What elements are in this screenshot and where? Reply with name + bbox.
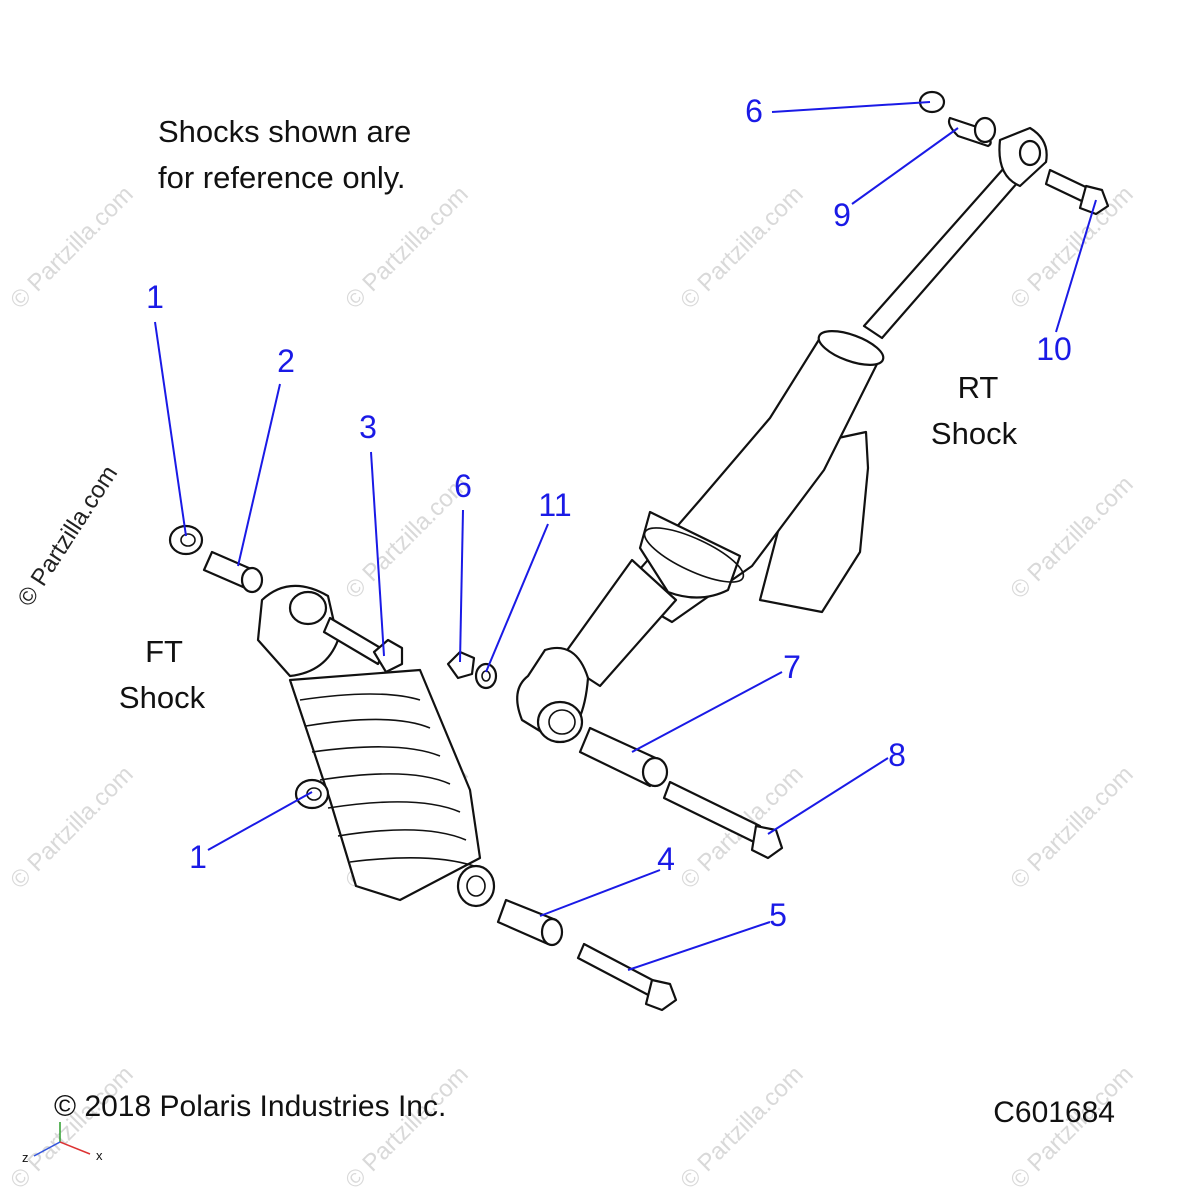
- axis-z-label: z: [22, 1150, 29, 1165]
- leader-line: [767, 757, 889, 835]
- leader-line: [485, 523, 549, 673]
- rear-hardware: [446, 90, 1110, 860]
- callout-number: 2: [277, 343, 295, 379]
- watermark: © Partzilla.com: [675, 181, 808, 314]
- rear-shock-label-line-2: Shock: [931, 416, 1018, 451]
- front-shock-label-line-2: Shock: [119, 680, 206, 715]
- callout-number: 10: [1036, 331, 1072, 367]
- leader-line: [771, 101, 931, 113]
- callout-number: 6: [454, 468, 472, 504]
- drawing-id: C601684: [993, 1096, 1115, 1129]
- leader-line: [851, 127, 959, 205]
- callout-number: 3: [359, 409, 377, 445]
- callout-number: 8: [888, 737, 906, 773]
- watermark: © Partzilla.com: [1005, 761, 1138, 894]
- watermark: © Partzilla.com: [5, 1061, 138, 1194]
- leader-line: [207, 791, 313, 851]
- callout-number: 4: [657, 841, 675, 877]
- callout-number: 1: [146, 279, 164, 315]
- leader-line: [459, 509, 464, 663]
- leader-lines: [154, 101, 1097, 971]
- note-line-2: for reference only.: [158, 160, 406, 195]
- text-labels: Shocks shown are for reference only. FT …: [54, 114, 1115, 1129]
- callout-number: 6: [745, 93, 763, 129]
- leader-line: [631, 671, 783, 753]
- axis-x-label: x: [96, 1148, 103, 1163]
- callout-number: 1: [189, 839, 207, 875]
- callout-number: 9: [833, 197, 851, 233]
- rear-shock-drawing: [516, 126, 1048, 744]
- callouts: 1 2 3 6 11 1 4 5 6 9 10 7 8: [146, 93, 1072, 933]
- watermark: © Partzilla.com: [675, 1061, 808, 1194]
- leader-line: [627, 921, 771, 971]
- callout-number: 5: [769, 897, 787, 933]
- leader-line: [154, 321, 187, 537]
- front-hardware: [168, 524, 678, 1012]
- watermark: © Partzilla.com: [340, 181, 473, 314]
- copyright: © 2018 Polaris Industries Inc.: [54, 1090, 446, 1123]
- axis-triad: z x: [22, 1122, 103, 1165]
- leader-line: [1055, 199, 1097, 333]
- leader-line: [370, 451, 385, 657]
- side-watermark: © Partzilla.com: [12, 461, 123, 611]
- watermark: © Partzilla.com: [1005, 181, 1138, 314]
- note-line-1: Shocks shown are: [158, 114, 411, 149]
- watermark: © Partzilla.com: [340, 1061, 473, 1194]
- rear-shock-label-line-1: RT: [958, 370, 999, 405]
- watermark: © Partzilla.com: [1005, 471, 1138, 604]
- watermark: © Partzilla.com: [5, 181, 138, 314]
- front-shock-drawing: [256, 584, 496, 908]
- front-shock-label-line-1: FT: [145, 634, 183, 669]
- watermark: © Partzilla.com: [5, 761, 138, 894]
- leader-line: [237, 383, 281, 567]
- callout-number: 7: [783, 649, 801, 685]
- callout-number: 11: [538, 487, 571, 523]
- leader-line: [539, 869, 661, 917]
